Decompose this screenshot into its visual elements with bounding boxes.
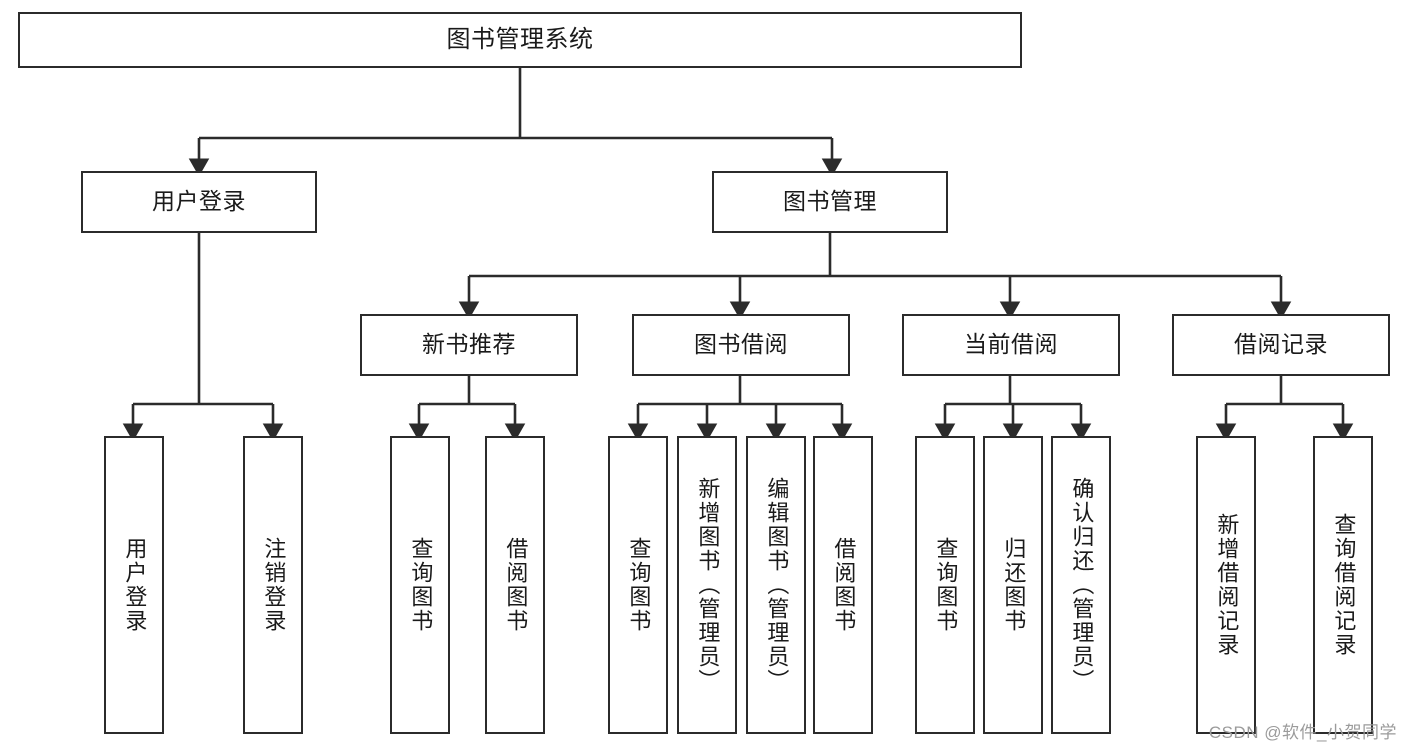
leaf-user-login-label: 用户登录 <box>122 537 148 633</box>
node-borrow-records[interactable]: 借阅记录 <box>1172 314 1390 376</box>
leaf-edit-book-admin-label: 编辑图书（管理员） <box>764 477 790 693</box>
leaf-borrow-book-label: 借阅图书 <box>831 537 857 633</box>
leaf-query-borrow-record-label: 查询借阅记录 <box>1331 513 1357 657</box>
leaf-logout-login[interactable]: 注销登录 <box>243 436 303 734</box>
leaf-borrow-book-recommend-label: 借阅图书 <box>503 537 529 633</box>
leaf-logout-login-label: 注销登录 <box>261 537 287 633</box>
csdn-watermark: CSDN @软件_小贺同学 <box>1208 723 1397 742</box>
node-user-login[interactable]: 用户登录 <box>81 171 317 233</box>
leaf-confirm-return-admin[interactable]: 确认归还（管理员） <box>1051 436 1111 734</box>
leaf-add-borrow-record[interactable]: 新增借阅记录 <box>1196 436 1256 734</box>
leaf-user-login[interactable]: 用户登录 <box>104 436 164 734</box>
leaf-return-book[interactable]: 归还图书 <box>983 436 1043 734</box>
leaf-return-book-label: 归还图书 <box>1001 537 1027 633</box>
leaf-borrow-book-recommend[interactable]: 借阅图书 <box>485 436 545 734</box>
node-current-borrow-label: 当前借阅 <box>964 331 1058 358</box>
leaf-add-book-admin-label: 新增图书（管理员） <box>695 477 721 693</box>
leaf-borrow-book[interactable]: 借阅图书 <box>813 436 873 734</box>
leaf-add-book-admin[interactable]: 新增图书（管理员） <box>677 436 737 734</box>
leaf-query-book-current-label: 查询图书 <box>933 537 959 633</box>
node-book-management[interactable]: 图书管理 <box>712 171 948 233</box>
node-root[interactable]: 图书管理系统 <box>18 12 1022 68</box>
node-root-label: 图书管理系统 <box>446 25 594 53</box>
leaf-query-borrow-record[interactable]: 查询借阅记录 <box>1313 436 1373 734</box>
leaf-query-book-current[interactable]: 查询图书 <box>915 436 975 734</box>
node-book-borrow-label: 图书借阅 <box>694 331 788 358</box>
node-current-borrow[interactable]: 当前借阅 <box>902 314 1120 376</box>
leaf-query-book-recommend-label: 查询图书 <box>408 537 434 633</box>
leaf-edit-book-admin[interactable]: 编辑图书（管理员） <box>746 436 806 734</box>
node-new-book-recommend-label: 新书推荐 <box>422 331 516 358</box>
node-new-book-recommend[interactable]: 新书推荐 <box>360 314 578 376</box>
leaf-query-book-borrow[interactable]: 查询图书 <box>608 436 668 734</box>
node-book-management-label: 图书管理 <box>783 188 877 215</box>
node-user-login-label: 用户登录 <box>152 188 246 215</box>
leaf-confirm-return-admin-label: 确认归还（管理员） <box>1069 477 1095 693</box>
leaf-add-borrow-record-label: 新增借阅记录 <box>1214 513 1240 657</box>
leaf-query-book-borrow-label: 查询图书 <box>626 537 652 633</box>
leaf-query-book-recommend[interactable]: 查询图书 <box>390 436 450 734</box>
node-borrow-records-label: 借阅记录 <box>1234 331 1328 358</box>
node-book-borrow[interactable]: 图书借阅 <box>632 314 850 376</box>
